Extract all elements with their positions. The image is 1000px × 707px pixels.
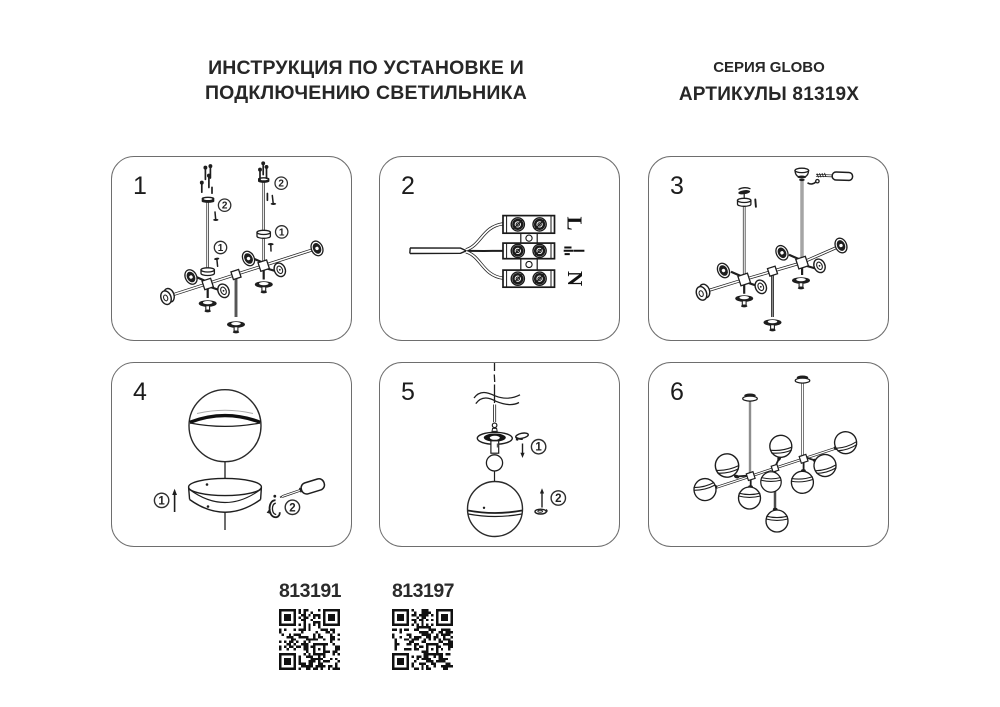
svg-text:N: N <box>563 271 587 286</box>
svg-text:L: L <box>563 216 587 230</box>
